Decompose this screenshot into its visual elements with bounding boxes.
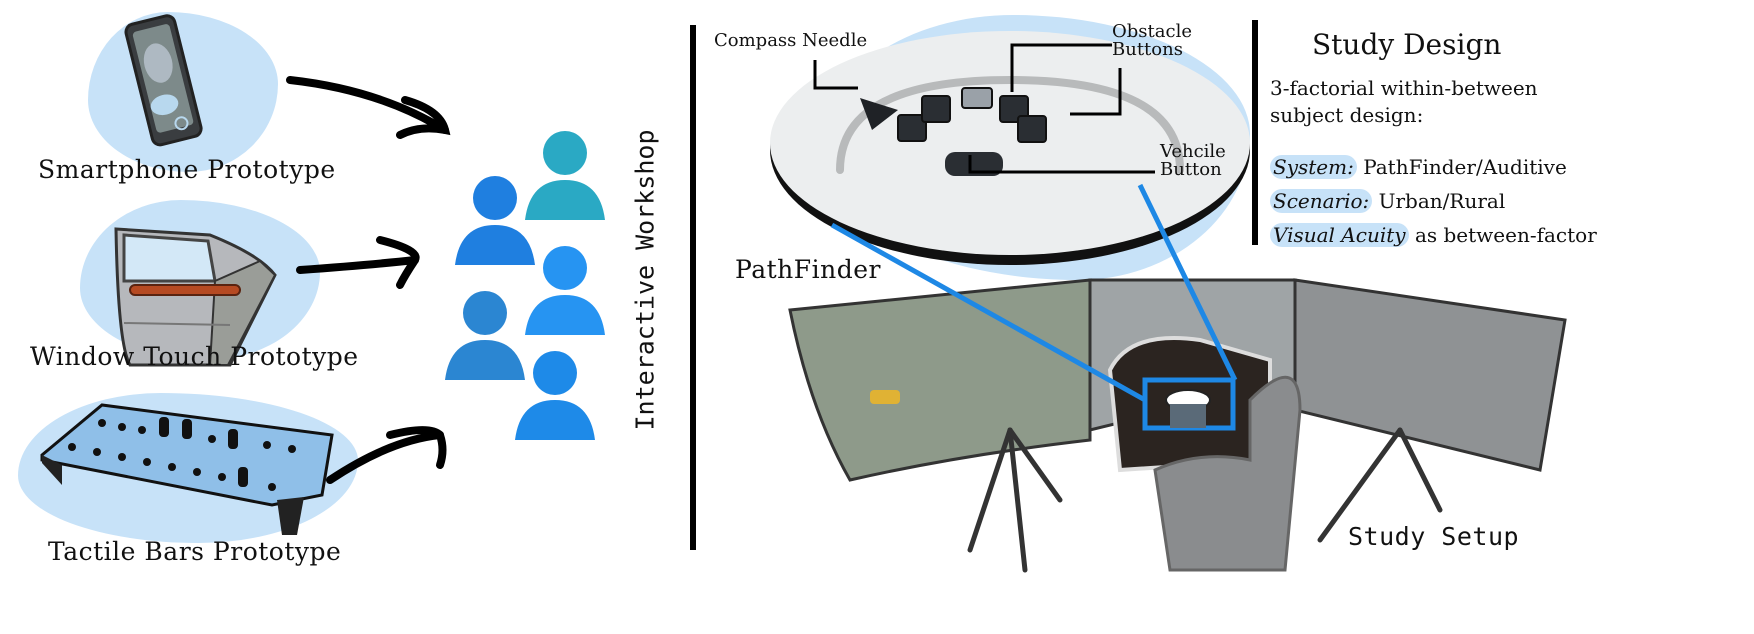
obstacle-button [897, 114, 927, 142]
factor-name: Scenario: [1270, 189, 1373, 213]
pathfinder-device [770, 31, 1250, 265]
obstacle-button [1017, 115, 1047, 143]
participant-icon [445, 291, 525, 380]
study-design-intro-line1: 3-factorial within-between [1270, 76, 1538, 100]
tactile-bars-icon [40, 403, 334, 535]
factor-scenario: Scenario: Urban/Rural [1270, 188, 1505, 215]
factor-name: System: [1270, 155, 1357, 179]
participant-icon [525, 246, 605, 335]
right-screen [1293, 278, 1567, 472]
factor-value: PathFinder/Auditive [1363, 155, 1567, 179]
obstacle-button [961, 87, 993, 109]
participant-icon [455, 176, 535, 265]
tactile-bars-prototype-label: Tactile Bars Prototype [48, 537, 342, 566]
connector-line [1137, 183, 1238, 382]
obstacle-button [921, 95, 951, 123]
obstacle-buttons-label-line2: Buttons [1112, 39, 1183, 60]
arrow-tactile-to-workshop [326, 431, 444, 484]
pathfinder-label: PathFinder [735, 255, 881, 284]
divider-study-design [1252, 20, 1258, 245]
interactive-workshop-label: Interactive Workshop [630, 129, 660, 431]
obstacle-buttons-label-line1: Obstacle [1112, 21, 1192, 42]
study-design-intro-line2: subject design: [1270, 103, 1424, 127]
participant-icon [525, 131, 605, 220]
car-seat [1153, 375, 1302, 572]
study-design-title: Study Design [1312, 28, 1502, 61]
divider-workshop [690, 25, 696, 550]
factor-visual-acuity: Visual Acuity as between-factor [1270, 222, 1597, 249]
vehicle-button-label-line1: Vehcile [1160, 141, 1226, 162]
window-touch-prototype-label: Window Touch Prototype [30, 342, 359, 371]
compass-needle-label: Compass Needle [714, 30, 868, 51]
workshop-participants [445, 131, 605, 440]
study-setup-label: Study Setup [1348, 522, 1520, 551]
car-door-icon [114, 227, 277, 367]
smartphone-prototype-label: Smartphone Prototype [38, 155, 336, 184]
smartphone-icon [124, 14, 203, 147]
connector-line [830, 222, 1147, 403]
vehicle-button [945, 152, 1003, 176]
arrow-smartphone-to-workshop [286, 76, 449, 134]
factor-system: System: PathFinder/Auditive [1270, 154, 1567, 181]
factor-value: Urban/Rural [1378, 189, 1506, 213]
factor-name: Visual Acuity [1270, 223, 1409, 247]
connector-lines [830, 183, 1238, 403]
compass-needle-icon [860, 98, 898, 130]
arrows-layer [286, 76, 451, 484]
factor-value: as between-factor [1414, 223, 1597, 247]
participant-icon [515, 351, 595, 440]
arrow-window-to-workshop [296, 256, 419, 274]
vehicle-button-label-line2: Button [1160, 159, 1222, 180]
